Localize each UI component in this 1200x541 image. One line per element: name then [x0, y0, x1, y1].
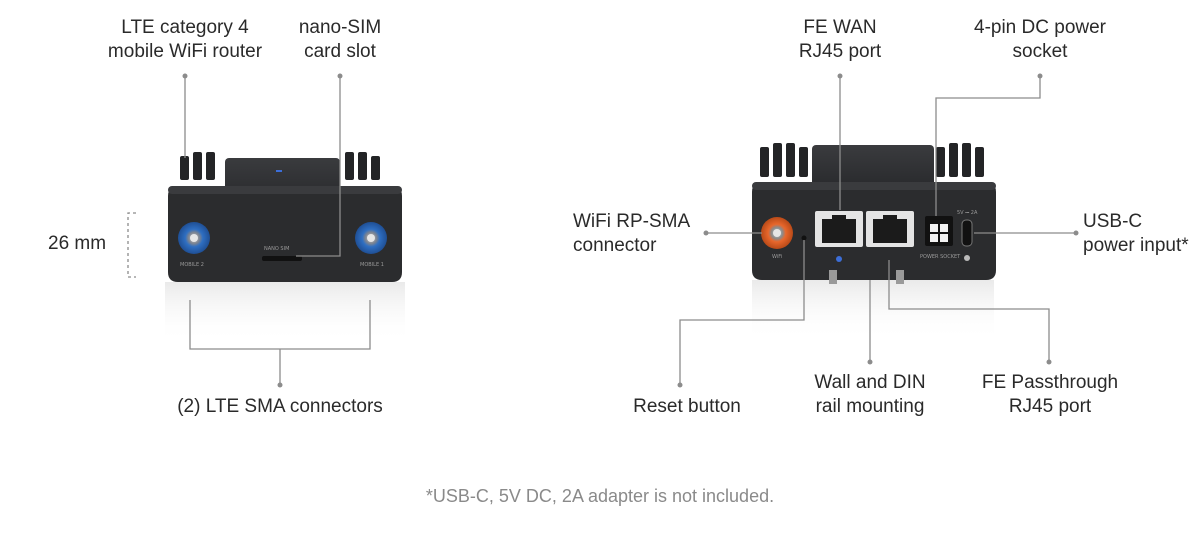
callout-lte-sma: (2) LTE SMA connectors — [150, 395, 410, 419]
callout-passthrough-line1: FE Passthrough — [981, 372, 1119, 393]
right-device-reflection — [752, 280, 994, 340]
callout-lte-router: LTE category 4 mobile WiFi router — [95, 16, 275, 64]
callout-passthrough: FE Passthrough RJ45 port — [970, 371, 1130, 419]
callout-usb-c-line2: power input* — [1083, 235, 1189, 256]
callout-mounting-line2: rail mounting — [815, 396, 925, 417]
right-device: WiFi POWER SOCKET 5V ⎓ 2A — [752, 143, 996, 340]
mounting-indicator — [836, 256, 842, 262]
callout-reset: Reset button — [612, 395, 762, 419]
callout-usb-c-line1: USB-C — [1083, 211, 1143, 232]
left-device-reflection — [165, 282, 405, 342]
wifi-marking: WiFi — [772, 254, 782, 260]
callout-nano-sim-line1: nano-SIM — [298, 17, 382, 38]
dc-power-socket — [925, 216, 953, 246]
usb-rating-marking: 5V ⎓ 2A — [957, 210, 978, 216]
callout-wifi-sma-line1: WiFi RP-SMA — [573, 211, 691, 232]
left-heatsink-fins — [180, 152, 380, 180]
left-device: MOBILE 2 MOBILE 1 NANO SIM — [165, 152, 405, 342]
left-device-body — [168, 186, 402, 282]
callout-lte-sma-text: (2) LTE SMA connectors — [177, 396, 383, 417]
callout-lte-router-line2: mobile WiFi router — [107, 41, 263, 62]
mobile2-marking: MOBILE 2 — [180, 262, 204, 268]
callout-wifi-sma: WiFi RP-SMA connector — [573, 210, 690, 258]
leader-lines — [127, 76, 1076, 385]
usb-c-port — [961, 219, 973, 247]
power-socket-marking: POWER SOCKET — [920, 254, 961, 260]
callout-fe-wan: FE WAN RJ45 port — [780, 16, 900, 64]
callout-height-dimension: 26 mm — [48, 232, 106, 256]
callout-passthrough-line2: RJ45 port — [1008, 396, 1092, 417]
callout-mounting: Wall and DIN rail mounting — [800, 371, 940, 419]
mobile1-marking: MOBILE 1 — [360, 262, 384, 268]
callout-lte-router-line1: LTE category 4 — [121, 17, 249, 38]
callout-dc-power-line1: 4-pin DC power — [974, 17, 1106, 38]
callout-fe-wan-line1: FE WAN — [803, 17, 877, 38]
callout-nano-sim-line2: card slot — [304, 41, 376, 62]
right-heatsink-fins — [760, 143, 984, 177]
callout-dc-power: 4-pin DC power socket — [960, 16, 1120, 64]
callout-reset-text: Reset button — [633, 396, 741, 417]
leader-dots — [182, 73, 1079, 388]
callout-nano-sim: nano-SIM card slot — [280, 16, 400, 64]
callout-wifi-sma-line2: connector — [573, 235, 657, 256]
reset-button — [801, 235, 807, 241]
callout-fe-wan-line2: RJ45 port — [798, 41, 882, 62]
nanosim-marking: NANO SIM — [264, 246, 289, 252]
callout-height-dimension-text: 26 mm — [48, 233, 107, 254]
footnote: *USB-C, 5V DC, 2A adapter is not include… — [425, 486, 775, 506]
callout-mounting-line1: Wall and DIN — [814, 372, 926, 393]
callout-dc-power-line2: socket — [1012, 41, 1068, 62]
callout-usb-c: USB-C power input* — [1083, 210, 1189, 258]
nano-sim-slot — [262, 256, 302, 261]
